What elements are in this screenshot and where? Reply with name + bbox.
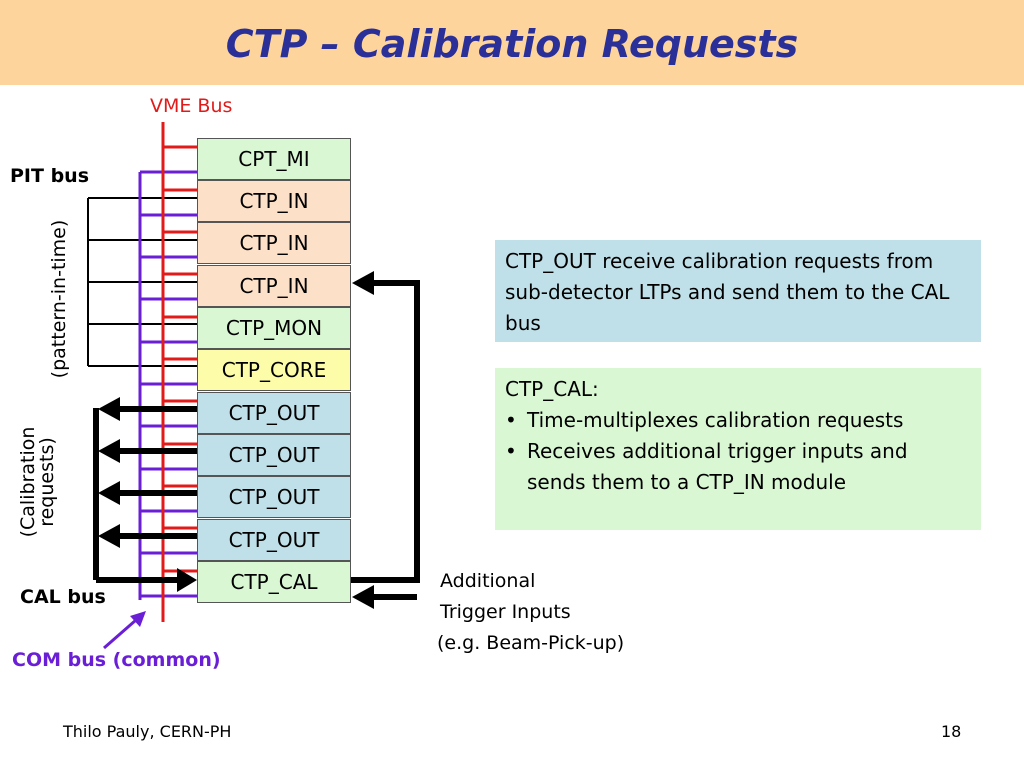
additional-trigger-label-line3: (e.g. Beam-Pick-up) bbox=[437, 632, 625, 654]
module-ctp-out-4: CTP_OUT bbox=[197, 519, 351, 561]
module-ctp-in-2: CTP_IN bbox=[197, 222, 351, 264]
additional-trigger-label-line1: Additional bbox=[440, 570, 536, 592]
cal-bus-arrowhead bbox=[177, 568, 197, 592]
calibration-requests-label-line2: requests) bbox=[36, 437, 58, 527]
module-cpt-mi: CPT_MI bbox=[197, 138, 351, 180]
footer-author: Thilo Pauly, CERN-PH bbox=[63, 722, 232, 741]
note-ctp-cal-bullets: Time-multiplexes calibration requests Re… bbox=[505, 405, 971, 498]
com-bus-pointer-line bbox=[103, 618, 137, 650]
additional-trigger-label-line2: Trigger Inputs bbox=[440, 601, 571, 623]
com-bus-label: COM bus (common) bbox=[12, 649, 221, 671]
module-ctp-cal: CTP_CAL bbox=[197, 561, 351, 603]
module-ctp-out-2: CTP_OUT bbox=[197, 434, 351, 476]
vme-bus-label: VME Bus bbox=[150, 95, 233, 117]
note-ctp-cal-heading: CTP_CAL: bbox=[505, 377, 599, 401]
ctp-out-arrows bbox=[118, 406, 197, 539]
note-ctp-cal: CTP_CAL: Time-multiplexes calibration re… bbox=[495, 368, 981, 530]
pit-bus bbox=[87, 197, 197, 367]
cal-bus bbox=[93, 408, 190, 583]
module-ctp-out-1: CTP_OUT bbox=[197, 392, 351, 434]
com-bus-pointer-arrowhead bbox=[130, 611, 146, 627]
note-ctp-cal-bullet: Time-multiplexes calibration requests bbox=[505, 405, 971, 436]
com-bus bbox=[138, 170, 197, 600]
module-ctp-in-3: CTP_IN bbox=[197, 265, 351, 307]
pit-bus-label: PIT bus bbox=[10, 165, 90, 187]
note-ctp-out-text: CTP_OUT receive calibration requests fro… bbox=[505, 249, 950, 335]
note-ctp-cal-bullet: Receives additional trigger inputs and s… bbox=[505, 436, 971, 498]
pattern-in-time-label: (pattern-in-time) bbox=[48, 219, 70, 379]
module-ctp-core: CTP_CORE bbox=[197, 349, 351, 391]
ctp-out-arrowheads bbox=[98, 397, 120, 548]
module-ctp-mon: CTP_MON bbox=[197, 307, 351, 349]
module-ctp-in-1: CTP_IN bbox=[197, 180, 351, 222]
title-bar bbox=[0, 0, 1024, 85]
cal-bus-label: CAL bus bbox=[20, 586, 106, 608]
additional-trigger-arrowhead bbox=[352, 585, 374, 609]
cal-to-in-loop bbox=[351, 280, 420, 583]
module-ctp-out-3: CTP_OUT bbox=[197, 476, 351, 518]
slide-title: CTP – Calibration Requests bbox=[225, 22, 799, 66]
loop-arrowhead bbox=[352, 271, 374, 295]
note-ctp-out: CTP_OUT receive calibration requests fro… bbox=[495, 240, 981, 342]
footer-page-number: 18 bbox=[941, 722, 962, 741]
